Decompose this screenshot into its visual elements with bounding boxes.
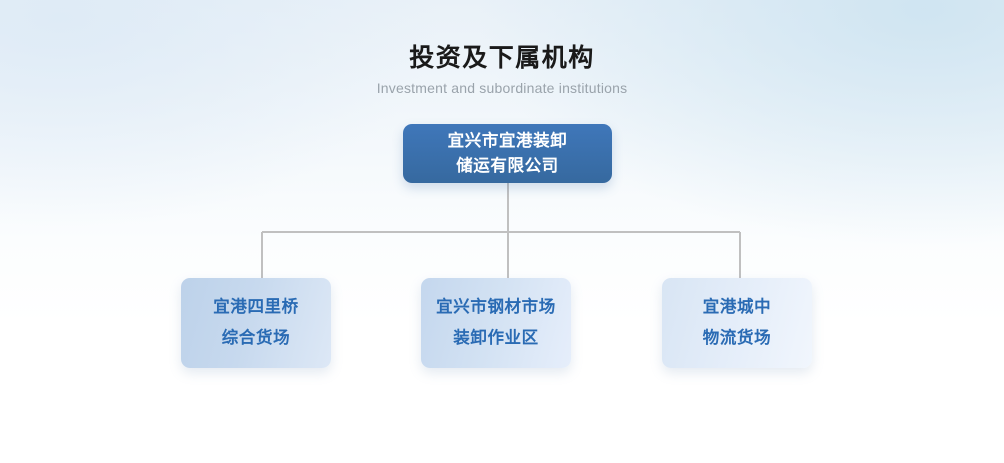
org-node-child-3-line2: 物流货场 [702, 329, 772, 347]
org-node-root-line1: 宜兴市宜港装卸 [447, 131, 568, 150]
org-node-child-1-line2: 综合货场 [221, 329, 291, 347]
org-node-child-2-line1: 宜兴市钢材市场 [436, 298, 556, 316]
org-node-child-2-line2: 装卸作业区 [453, 329, 539, 347]
org-node-root-line2: 储运有限公司 [456, 156, 559, 175]
page-title: 投资及下属机构 [409, 44, 595, 72]
org-node-child-2[interactable]: 宜兴市钢材市场 装卸作业区 [421, 278, 571, 368]
page-header: 投资及下属机构 Investment and subordinate insti… [0, 42, 1004, 98]
org-node-child-3-line1: 宜港城中 [702, 298, 772, 316]
org-node-child-1[interactable]: 宜港四里桥 综合货场 [181, 278, 331, 368]
org-node-root[interactable]: 宜兴市宜港装卸 储运有限公司 [403, 124, 612, 183]
org-node-child-1-line1: 宜港四里桥 [213, 298, 299, 316]
page-subtitle: Investment and subordinate institutions [376, 80, 628, 96]
org-node-child-3[interactable]: 宜港城中 物流货场 [662, 278, 812, 368]
